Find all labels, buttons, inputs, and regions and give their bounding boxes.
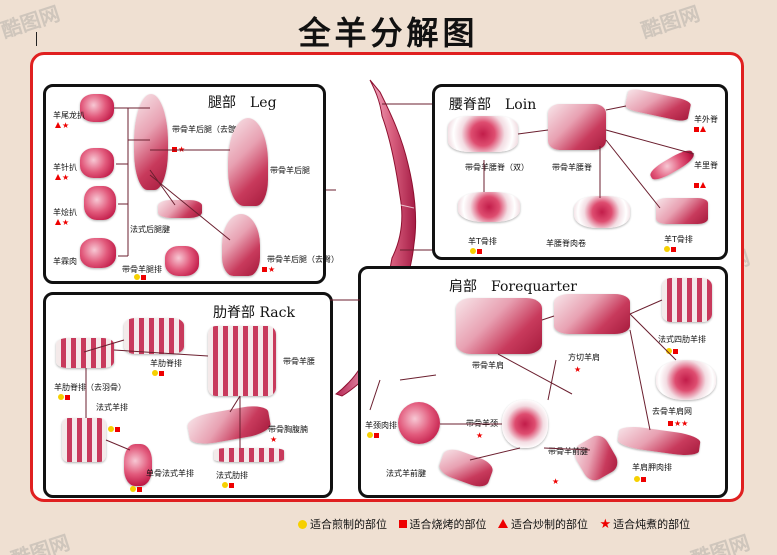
cut-label: 法式肋排 [216, 471, 248, 480]
cut-label: 去骨羊肩网 [652, 407, 692, 416]
cooking-markers [108, 426, 121, 434]
cut-label: 羊针扒 [53, 163, 77, 172]
cooking-markers: ★★ [668, 420, 688, 428]
legend-stir-fry: 适合炒制的部位 [498, 518, 588, 531]
loin-panel-title: 腰脊部 Loin [449, 97, 537, 113]
watermark: 酷图网 [8, 532, 73, 555]
cooking-markers [694, 182, 707, 190]
square-cut-shoulder-image [554, 294, 630, 334]
rib-rack-image [56, 338, 114, 368]
cut-label: 羊烩扒 [53, 208, 77, 217]
rib-chop-image [124, 318, 184, 354]
cut-label: 带骨羊前腱 [548, 447, 588, 456]
cut-label: 羊外脊 [694, 115, 718, 124]
cut-label: 带骨羊后腿 [270, 166, 310, 175]
cut-label: 羊颈肉排 [365, 421, 397, 430]
legend-roast: 适合烧烤的部位 [398, 518, 487, 531]
cut-label: 羊霖肉 [53, 257, 77, 266]
cut-label: 法式四肋羊排 [658, 335, 706, 344]
cut-label: 羊尾龙扒 [53, 111, 85, 120]
forequarter-panel-title: 肩部 Forequarter [449, 279, 577, 295]
french-shank-image [158, 200, 202, 218]
round-cut-image [84, 186, 116, 220]
cooking-markers [634, 476, 647, 484]
cooking-markers [470, 248, 483, 256]
cooking-markers [367, 432, 380, 440]
cut-label: 带骨羊后腿（去髋骨） [172, 125, 252, 134]
bone-in-hind-leg-image [134, 94, 168, 190]
needle-cut-image [80, 148, 114, 178]
cut-label: 带骨羊腰脊（双） [465, 163, 529, 172]
tail-cut-image [80, 94, 114, 122]
cooking-markers [152, 370, 165, 378]
rack-panel-title: 肋脊部 Rack [213, 305, 295, 321]
cooking-markers: ★ [172, 146, 185, 154]
loin-roll-image [574, 196, 630, 228]
red-square-icon [398, 520, 407, 528]
double-loin-image [448, 116, 518, 152]
four-rib-rack-image [662, 278, 712, 322]
t-bone-chop-image [458, 192, 520, 222]
cut-label: 方切羊肩 [568, 353, 600, 362]
bone-in-loin-image [548, 104, 606, 150]
legend-stew: ★适合炖煮的部位 [599, 517, 691, 532]
cut-label: 带骨羊颈 [466, 419, 498, 428]
cut-label: 带骨羊腿排 [122, 265, 162, 274]
bone-in-loin-rack-image [208, 326, 276, 396]
bone-in-neck-image [502, 400, 548, 448]
leg-panel-title: 腿部 Leg [208, 95, 277, 111]
cooking-markers [664, 246, 677, 254]
cut-label: 单骨法式羊排 [146, 469, 194, 478]
cut-label: 羊肋脊排 [150, 359, 182, 368]
cut-label: 法式羊前腱 [386, 469, 426, 478]
divider [36, 32, 37, 46]
legend-pan-fry: 适合煎制的部位 [298, 518, 387, 531]
cut-label: 法式后腿腱 [130, 225, 170, 234]
cooking-markers: ★ [55, 219, 69, 227]
leg-shank-image [165, 246, 199, 276]
t-bone-chop-image [656, 198, 708, 224]
cut-label: 带骨胸腹腩 [268, 425, 308, 434]
page-title: 全羊分解图 [298, 14, 479, 52]
cut-label: 羊肩胛肉排 [632, 463, 672, 472]
cooking-markers [58, 394, 71, 402]
french-rack-image [62, 418, 106, 462]
cut-label: 带骨羊肩 [472, 361, 504, 370]
cut-label: 带骨羊腰脊 [552, 163, 592, 172]
cooking-markers [666, 348, 679, 356]
cooking-markers [694, 126, 707, 134]
cooking-markers: ★ [552, 477, 560, 486]
bone-in-shoulder-image [456, 298, 542, 354]
red-triangle-icon [498, 519, 508, 528]
cooking-markers: ★ [55, 122, 69, 130]
cooking-markers [134, 274, 147, 282]
cooking-markers [130, 486, 143, 494]
cooking-markers: ★ [270, 435, 278, 444]
cut-label: 法式羊排 [96, 403, 128, 412]
hind-leg-no-rump-image [222, 214, 260, 276]
cooking-markers: ★ [55, 174, 69, 182]
cooking-markers [222, 482, 235, 490]
red-star-icon: ★ [599, 517, 612, 532]
neck-chop-image [398, 402, 440, 444]
cut-label: 羊T骨排 [468, 237, 497, 246]
cut-label: 带骨羊腰 [283, 357, 315, 366]
cut-label: 羊T骨排 [664, 235, 693, 244]
cooking-markers: ★ [476, 431, 484, 440]
cut-label: 羊肋脊排（去羽骨） [54, 383, 126, 392]
cooking-markers: ★ [574, 365, 582, 374]
yellow-dot-icon [298, 520, 307, 529]
knuckle-cut-image [80, 238, 116, 268]
cut-label: 羊里脊 [694, 161, 718, 170]
hind-leg-image [228, 118, 268, 206]
cooking-method-legend: 适合煎制的部位 适合烧烤的部位 适合炒制的部位 ★适合炖煮的部位 [298, 516, 698, 532]
single-french-chop-image [124, 444, 152, 486]
cut-label: 羊腰脊肉卷 [546, 239, 586, 248]
french-ribs-image [214, 448, 284, 462]
boneless-shoulder-net-image [656, 360, 716, 400]
cooking-markers: ★ [262, 266, 275, 274]
cut-label: 带骨羊后腿（去臀） [267, 255, 339, 264]
